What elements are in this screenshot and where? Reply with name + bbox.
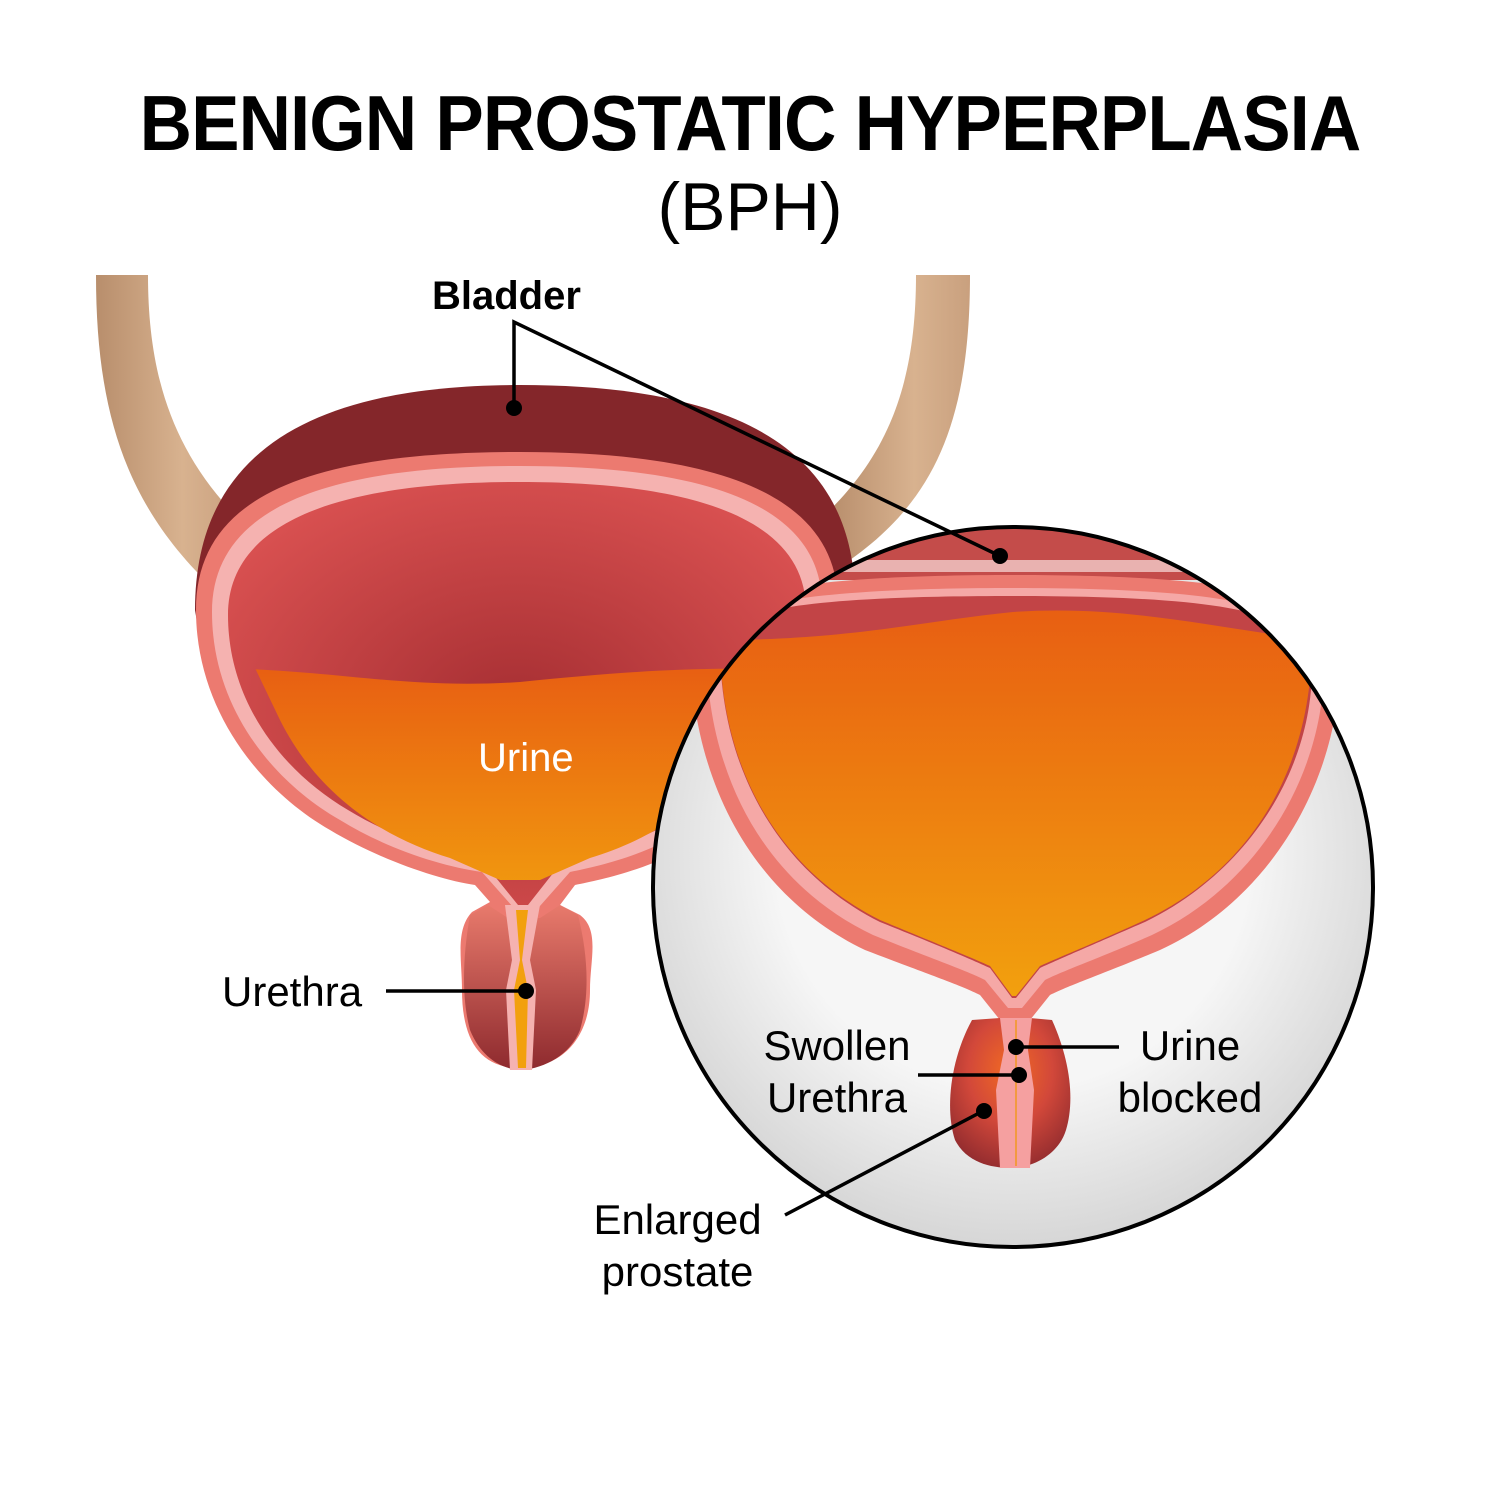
bladder-leader	[512, 319, 1001, 558]
magnified-urine	[720, 610, 1312, 996]
diagram-title: BENIGN PROSTATIC HYPERPLASIA	[139, 79, 1362, 167]
diagram-subtitle: (BPH)	[657, 169, 843, 245]
urine-label: Urine	[478, 736, 574, 780]
swollen-urethra-line2: Urethra	[766, 1074, 908, 1121]
enlarged-prostate-line1: Enlarged	[593, 1196, 762, 1243]
left-ureter	[96, 275, 240, 590]
enlarged-prostate-label: Enlarged prostate	[580, 1194, 775, 1298]
urine-blocked-label: Urine blocked	[1105, 1020, 1275, 1124]
enlarged-prostate-line2: prostate	[601, 1248, 754, 1295]
bladder-label: Bladder	[432, 274, 581, 318]
leader-dots	[506, 400, 1027, 1119]
urine-blocked-line2: blocked	[1117, 1074, 1263, 1121]
leader-lines	[386, 319, 1119, 1217]
magnifier-rim	[651, 525, 1375, 1249]
enlarged-prostate-leader	[784, 1109, 984, 1217]
urine-blocked-line1: Urine	[1139, 1022, 1241, 1069]
swollen-urethra-line1: Swollen	[763, 1022, 911, 1069]
swollen-urethra-label: Swollen Urethra	[752, 1020, 922, 1124]
urethra-label: Urethra	[222, 968, 363, 1015]
right-ureter	[830, 275, 970, 560]
